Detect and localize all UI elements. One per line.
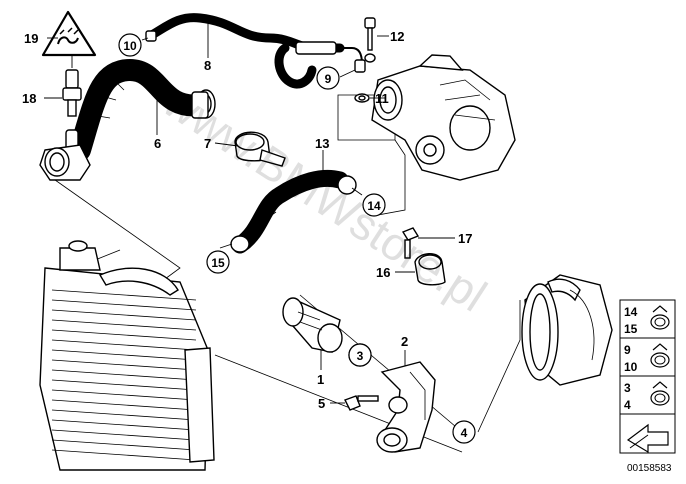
radiator: [39, 240, 215, 471]
hose-bracket-16: [414, 253, 446, 286]
callouts: 19 18 6 8 12 11 7 13 17 16 1 2 5: [22, 29, 472, 411]
callout-1: 1: [317, 372, 324, 387]
callout-3: 3: [348, 343, 372, 367]
callout-9: 9: [316, 66, 340, 90]
banjo-fitting: [354, 59, 366, 73]
coolant-pipe-1: [282, 297, 343, 353]
hose-clamp-7: [234, 131, 286, 167]
svg-text:3: 3: [357, 349, 364, 363]
legend-label-15: 15: [624, 322, 638, 336]
bolt-17: [401, 227, 420, 259]
upper-radiator-hose: [69, 59, 216, 161]
callout-11: 11: [375, 91, 389, 106]
callout-4: 4: [452, 420, 476, 444]
coolant-pipe-2: [376, 361, 436, 453]
hose-clamp-icon: [650, 381, 670, 406]
circled-callouts: 10 9 14 15 3 4: [118, 33, 476, 444]
arrow-icon: [626, 423, 669, 454]
legend-label-9: 9: [624, 343, 631, 357]
air-intake-housing: [521, 274, 613, 386]
callout-7: 7: [204, 136, 211, 151]
callout-15: 15: [206, 250, 230, 274]
callout-19: 19: [24, 31, 38, 46]
temperature-sensor: [39, 69, 91, 181]
bolt-5: [344, 395, 379, 411]
callout-6: 6: [154, 136, 161, 151]
callout-16: 16: [376, 265, 390, 280]
hose-clamp-icon: [650, 343, 670, 368]
legend-label-14: 14: [624, 305, 638, 319]
callout-18: 18: [22, 91, 36, 106]
svg-text:14: 14: [367, 199, 381, 213]
callout-12: 12: [390, 29, 404, 44]
callout-5: 5: [318, 396, 325, 411]
callout-14: 14: [362, 193, 386, 217]
legend-label-4: 4: [624, 398, 631, 412]
svg-text:9: 9: [325, 72, 332, 86]
bolt-12: [364, 17, 376, 63]
seal-ring-11: [354, 93, 370, 103]
water-pump: [371, 54, 516, 181]
svg-text:4: 4: [461, 426, 468, 440]
callout-13: 13: [315, 136, 329, 151]
callout-17: 17: [458, 231, 472, 246]
hot-coolant-warning-icon: [41, 10, 97, 57]
svg-text:15: 15: [211, 256, 225, 270]
breather-hose: [145, 13, 363, 89]
legend-label-10: 10: [624, 360, 638, 374]
leader-lines: [44, 22, 455, 404]
hose-clamp-icon: [650, 305, 670, 330]
callout-10: 10: [118, 33, 142, 57]
callout-8: 8: [204, 58, 211, 73]
document-number: 00158583: [627, 463, 672, 474]
svg-text:10: 10: [123, 39, 137, 53]
callout-2: 2: [401, 334, 408, 349]
legend-label-3: 3: [624, 381, 631, 395]
clamp-legend: 14 15 9 10 3 4: [619, 299, 676, 454]
